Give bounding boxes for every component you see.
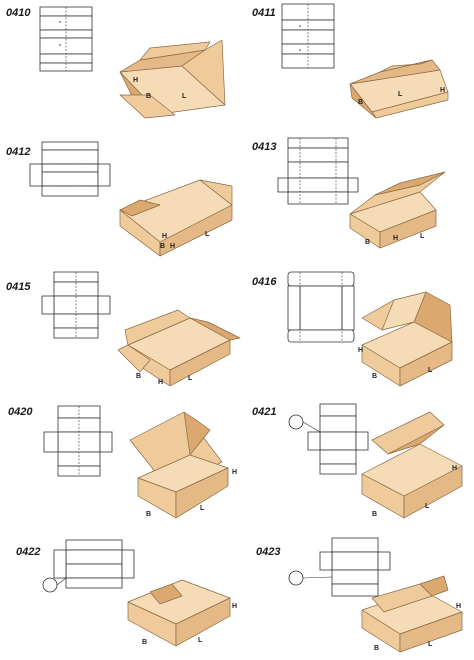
folded-box-illustration: B L H [129,411,237,519]
item-0423: 0423 B L H [256,537,463,653]
item-0421: 0421 B L H [252,403,463,519]
item-code: 0423 [256,546,280,558]
dim-label: L [398,91,403,98]
dim-label: H [456,603,461,610]
dim-label: L [205,231,210,238]
folded-box-illustration: B L H [361,411,463,519]
folded-box-illustration: B L H [117,309,241,387]
item-0411: 0411 B L H [252,3,449,119]
flat-blank-diagram [288,537,391,597]
dim-label: H [452,465,457,472]
dim-label: H [162,233,167,240]
dim-label: B [136,373,141,380]
flat-blank-diagram [281,3,335,69]
item-code: 0422 [16,546,40,558]
flat-blank-diagram [29,141,111,197]
item-code: 0421 [252,406,276,418]
item-code: 0412 [6,146,30,158]
dim-label: B [365,239,370,246]
dim-label: H [440,87,445,94]
detail-callout-icon [288,414,304,430]
flat-blank-diagram [287,271,355,343]
folded-box-illustration: H B L [119,39,226,119]
dim-label: H [232,469,237,476]
dim-label: L [200,505,205,512]
dim-label: B [146,511,151,518]
item-0420: 0420 B L H [8,405,237,519]
item-code: 0410 [6,7,31,19]
dim-label: L [428,641,433,648]
folded-box-illustration: B L H [349,59,449,119]
item-0412: 0412 H B H L [6,141,233,257]
dim-label: H [358,347,363,354]
flat-blank-diagram [43,405,113,477]
dim-label: H [133,77,138,84]
dim-label: H [232,603,237,610]
dim-label: L [425,503,430,510]
folded-box-illustration: B L H [127,579,237,647]
detail-callout-icon [42,577,58,593]
dim-label: L [428,367,433,374]
dim-label: B [372,373,377,380]
dim-label: H [170,243,175,250]
dim-label: L [182,93,187,100]
dim-label: L [188,375,193,382]
flat-blank-diagram [277,137,359,205]
dim-label: L [198,637,203,644]
item-code: 0411 [252,7,276,19]
folded-box-illustration: H B L [358,291,453,387]
dim-label: L [420,233,425,240]
dim-label: B [358,99,363,106]
flat-blank-diagram [42,539,135,593]
detail-callout-icon [288,570,304,586]
item-0413: 0413 B L H [252,137,446,249]
dim-label: H [393,235,398,242]
dim-label: H [158,379,163,386]
dim-label: B [374,645,379,652]
item-code: 0416 [252,276,277,288]
item-0422: 0422 B L H [16,539,237,647]
dim-label: B [146,93,151,100]
dim-label: B [160,243,165,250]
flat-blank-diagram [288,403,369,475]
folded-box-illustration: B L H [349,171,446,249]
flat-blank-diagram [41,271,111,339]
folded-box-illustration: H B H L [119,179,233,257]
dim-label: B [142,639,147,646]
item-0416: 0416 H B L [252,271,453,387]
item-0410: 0410 H B L [6,6,226,119]
item-code: 0420 [8,406,33,418]
flat-blank-diagram [39,6,93,72]
item-0415: 0415 B L H [6,271,241,387]
dim-label: B [372,511,377,518]
folded-box-illustration: B L H [361,575,463,653]
item-code: 0415 [6,281,31,293]
item-code: 0413 [252,141,276,153]
